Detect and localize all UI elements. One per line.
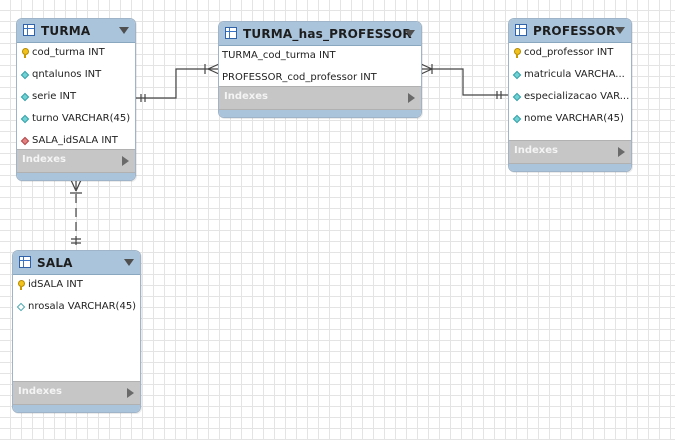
- table-icon: [515, 24, 527, 36]
- column-label: matricula VARCHA...: [524, 69, 625, 80]
- collapse-arrow-icon[interactable]: [124, 259, 134, 266]
- column-label: PROFESSOR_cod_professor INT: [222, 72, 377, 83]
- primary-key-icon: [22, 48, 29, 58]
- column-label: TURMA_cod_turma INT: [222, 50, 336, 61]
- indexes-section[interactable]: Indexes: [509, 140, 631, 164]
- column-diamond-icon: [512, 114, 522, 124]
- column-label: qntalunos INT: [32, 69, 102, 80]
- column-row[interactable]: matricula VARCHA...: [509, 65, 631, 87]
- indexes-label: Indexes: [514, 145, 558, 156]
- column-diamond-icon: [512, 70, 522, 80]
- expand-arrow-icon[interactable]: [408, 93, 415, 103]
- column-row[interactable]: nrosala VARCHAR(45): [13, 297, 140, 319]
- table-turma[interactable]: TURMA cod_turma INT qntalunos INT serie …: [16, 18, 136, 181]
- column-row[interactable]: PROFESSOR_cod_professor INT: [219, 68, 421, 90]
- column-row[interactable]: qntalunos INT: [17, 65, 135, 87]
- table-header[interactable]: SALA: [13, 251, 140, 275]
- table-header[interactable]: TURMA: [17, 19, 135, 43]
- indexes-label: Indexes: [22, 154, 66, 165]
- column-label: nrosala VARCHAR(45): [28, 301, 137, 312]
- nullable-diamond-icon: [16, 302, 26, 312]
- column-row[interactable]: turno VARCHAR(45): [17, 109, 135, 131]
- collapse-arrow-icon[interactable]: [119, 27, 129, 34]
- foreign-key-diamond-icon: [20, 136, 30, 146]
- column-row[interactable]: SALA_idSALA INT: [17, 131, 135, 153]
- indexes-section[interactable]: Indexes: [219, 86, 421, 110]
- column-label: turno VARCHAR(45): [32, 113, 131, 124]
- indexes-section[interactable]: Indexes: [13, 381, 140, 405]
- column-label: cod_turma INT: [32, 47, 105, 58]
- column-row[interactable]: cod_turma INT: [17, 43, 135, 65]
- column-diamond-icon: [20, 114, 30, 124]
- column-label: especializacao VAR...: [524, 91, 630, 102]
- table-turma-has-professor[interactable]: TURMA_has_PROFESSOR TURMA_cod_turma INT …: [218, 21, 422, 118]
- column-row[interactable]: cod_professor INT: [509, 43, 631, 65]
- column-row[interactable]: TURMA_cod_turma INT: [219, 46, 421, 68]
- column-row[interactable]: nome VARCHAR(45): [509, 109, 631, 131]
- column-row[interactable]: idSALA INT: [13, 275, 140, 297]
- column-row[interactable]: serie INT: [17, 87, 135, 109]
- relationship-turma-assoc[interactable]: [135, 63, 220, 102]
- table-footer-band: [17, 173, 135, 180]
- column-row[interactable]: especializacao VAR...: [509, 87, 631, 109]
- table-title: PROFESSOR: [533, 24, 616, 38]
- column-diamond-icon: [20, 92, 30, 102]
- indexes-section[interactable]: Indexes: [17, 149, 135, 173]
- relationship-assoc-professor[interactable]: [420, 63, 509, 99]
- collapse-arrow-icon[interactable]: [615, 27, 625, 34]
- table-icon: [19, 256, 31, 268]
- column-label: idSALA INT: [28, 279, 83, 290]
- expand-arrow-icon[interactable]: [618, 147, 625, 157]
- table-header[interactable]: PROFESSOR: [509, 19, 631, 43]
- table-title: SALA: [37, 256, 73, 270]
- table-sala[interactable]: SALA idSALA INT nrosala VARCHAR(45) Inde…: [12, 250, 141, 413]
- table-footer-band: [13, 405, 140, 412]
- table-footer-band: [219, 110, 421, 117]
- column-label: cod_professor INT: [524, 47, 614, 58]
- column-label: serie INT: [32, 91, 77, 102]
- column-diamond-icon: [20, 70, 30, 80]
- table-header[interactable]: TURMA_has_PROFESSOR: [219, 22, 421, 46]
- table-professor[interactable]: PROFESSOR cod_professor INT matricula VA…: [508, 18, 632, 172]
- collapse-arrow-icon[interactable]: [405, 30, 415, 37]
- primary-key-icon: [18, 280, 25, 290]
- indexes-label: Indexes: [18, 386, 62, 397]
- column-label: SALA_idSALA INT: [32, 135, 118, 146]
- primary-key-icon: [514, 48, 521, 58]
- indexes-label: Indexes: [224, 91, 268, 102]
- column-diamond-icon: [512, 92, 522, 102]
- relationship-turma-sala[interactable]: [70, 179, 82, 248]
- expand-arrow-icon[interactable]: [122, 156, 129, 166]
- table-title: TURMA_has_PROFESSOR: [243, 27, 412, 41]
- expand-arrow-icon[interactable]: [127, 388, 134, 398]
- table-icon: [225, 27, 237, 39]
- table-title: TURMA: [41, 24, 91, 38]
- table-icon: [23, 24, 35, 36]
- column-label: nome VARCHAR(45): [524, 113, 624, 124]
- table-footer-band: [509, 164, 631, 171]
